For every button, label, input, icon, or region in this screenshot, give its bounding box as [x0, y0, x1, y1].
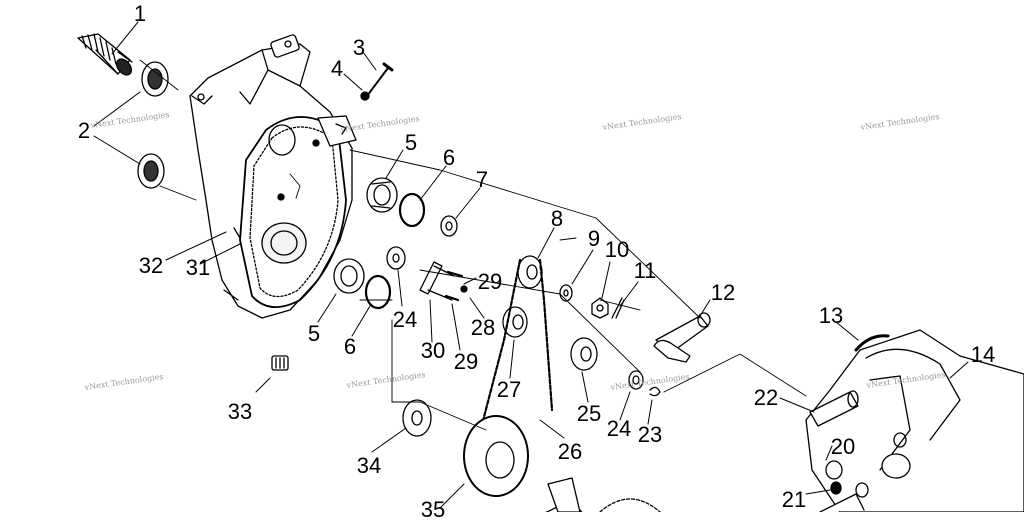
part-4-washer: [360, 91, 370, 101]
part-8-sprocket: [517, 255, 543, 289]
callout-23: 23: [637, 422, 663, 447]
part-22-shaft: [809, 390, 859, 427]
part-3-bolt: [366, 62, 394, 97]
callout-28: 28: [470, 315, 496, 340]
callout-27: 27: [496, 377, 522, 402]
callout-leader-lines: [93, 21, 969, 509]
lower-sprocket-outline: [599, 498, 661, 512]
callout-5-upper: 5: [404, 130, 418, 155]
callout-32: 32: [138, 253, 164, 278]
part-5-bearing-lower: [333, 258, 365, 294]
callout-9: 9: [587, 226, 601, 251]
callout-31: 31: [185, 255, 211, 280]
assembly-reference-lines: [139, 59, 807, 431]
part-30-tensioner: [419, 261, 468, 302]
part-6-ring-lower: [364, 274, 392, 310]
callout-6-lower: 6: [343, 334, 357, 359]
part-20-shaft-lower: [819, 482, 869, 512]
part-24-washer-mid: [628, 370, 644, 390]
callout-35: 35: [420, 497, 446, 522]
callout-8: 8: [550, 206, 564, 231]
part-2-seals: [137, 61, 169, 189]
callout-5-lower: 5: [307, 321, 321, 346]
callout-12: 12: [710, 280, 736, 305]
gear-case-housing: [189, 34, 357, 319]
callout-24-lower: 24: [392, 307, 418, 332]
callout-22: 22: [753, 385, 779, 410]
callout-29-lower: 29: [453, 349, 479, 374]
part-6-ring-upper: [398, 192, 426, 228]
part-34-washer: [402, 399, 432, 437]
part-33-plug: [271, 355, 289, 371]
callout-33: 33: [227, 399, 253, 424]
callout-1: 1: [133, 1, 147, 26]
part-10-nut: [591, 297, 609, 319]
part-23-clip: [649, 386, 661, 397]
callout-10: 10: [604, 237, 630, 262]
callout-14: 14: [970, 342, 996, 367]
callout-30: 30: [420, 338, 446, 363]
callout-11: 11: [633, 258, 657, 283]
part-14-cover: [805, 329, 1024, 512]
part-21-washer: [830, 481, 842, 495]
callout-3: 3: [352, 35, 366, 60]
callout-24-mid: 24: [606, 416, 632, 441]
callout-7: 7: [475, 167, 489, 192]
callout-25-mid: 25: [576, 401, 602, 426]
part-35-large-sprocket: [463, 415, 583, 512]
part-25-gear: [570, 337, 598, 371]
callout-34: 34: [356, 453, 382, 478]
part-11-cotter-pin: [611, 297, 625, 319]
callout-2: 2: [77, 118, 91, 143]
part-13-gasket: [854, 334, 890, 352]
callout-13: 13: [818, 303, 844, 328]
callout-21: 21: [781, 487, 807, 512]
part-24-washer-lower: [386, 246, 406, 270]
callout-29-upper: 29: [477, 269, 503, 294]
part-7-washer: [440, 215, 458, 237]
part-5-bearing-upper: [366, 177, 398, 213]
part-12-lever: [653, 312, 711, 363]
part-1-shaft: [77, 33, 133, 76]
callout-4: 4: [330, 56, 344, 81]
callout-20: 20: [830, 434, 856, 459]
callout-26: 26: [557, 439, 583, 464]
callout-6-upper: 6: [442, 145, 456, 170]
part-9-washer: [559, 284, 573, 302]
